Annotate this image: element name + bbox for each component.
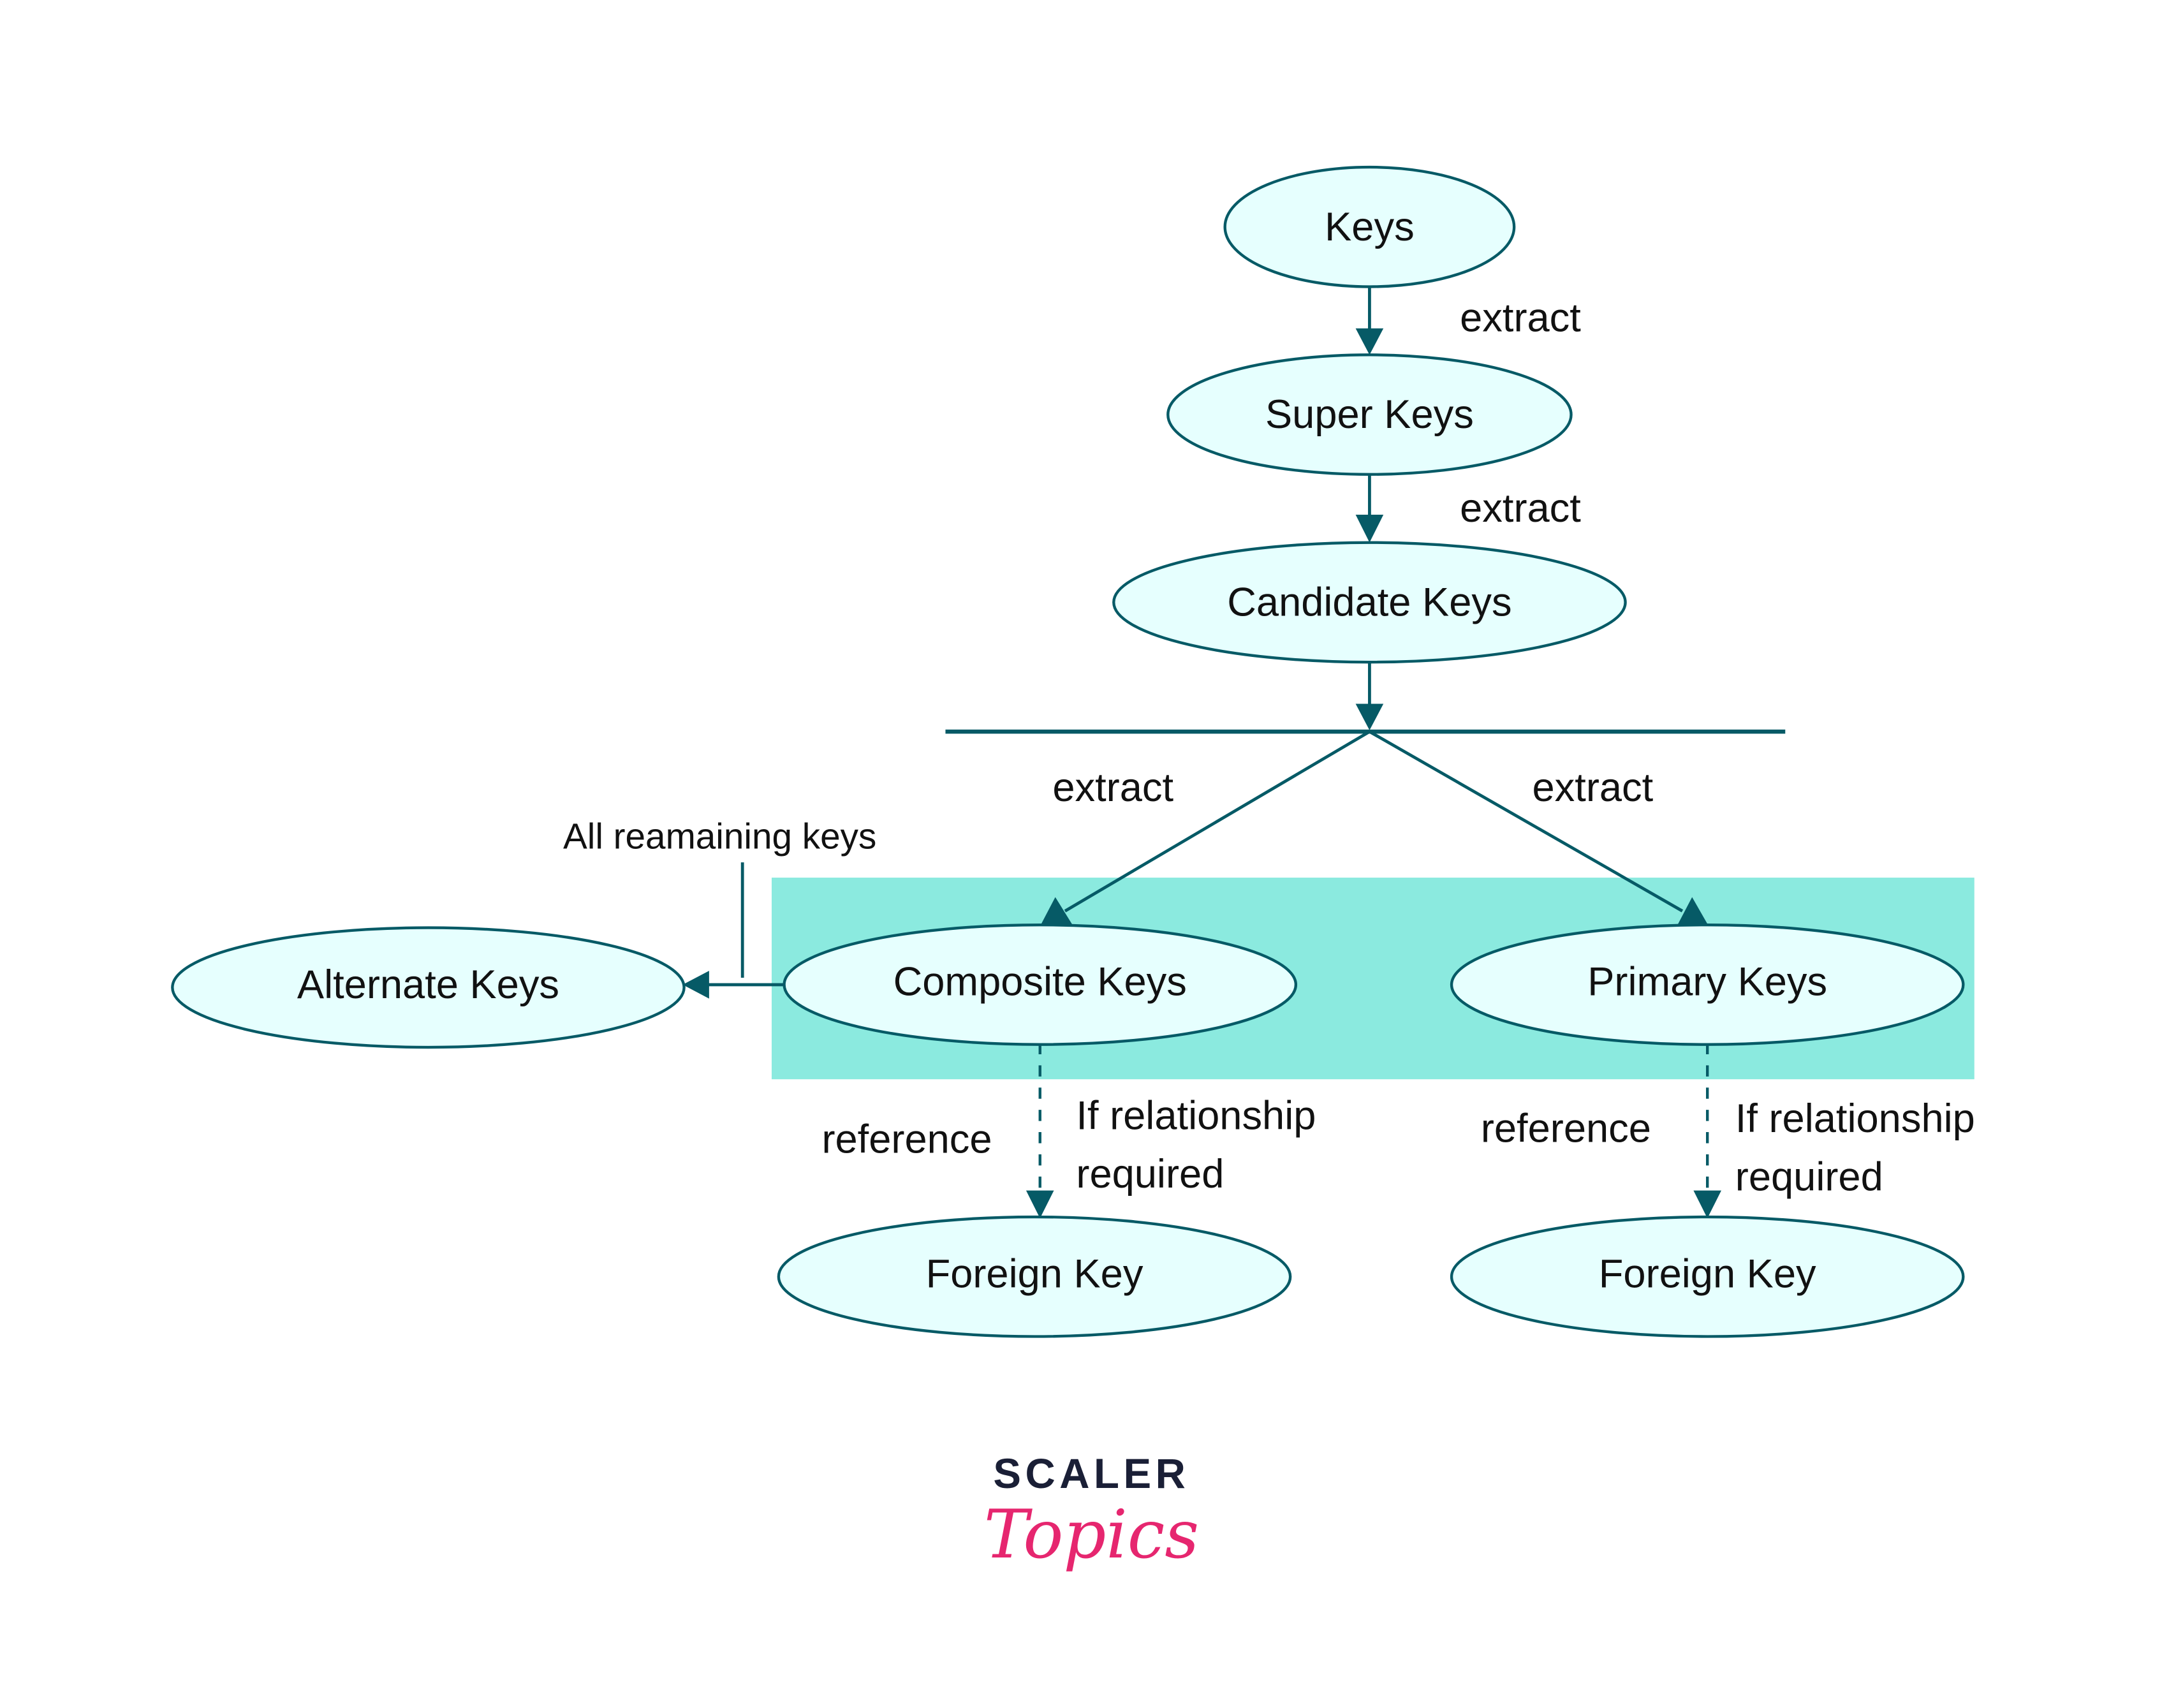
label-extract-left: extract (1052, 765, 1173, 810)
label-reference-left: reference (821, 1117, 992, 1162)
label-if-rel-right-1: If relationship (1735, 1096, 1975, 1141)
label-extract-1: extract (1460, 295, 1581, 340)
edge-keys-super (1355, 286, 1384, 355)
node-alternate-keys-label: Alternate Keys (297, 962, 559, 1007)
node-composite-keys-label: Composite Keys (893, 960, 1187, 1005)
node-keys: Keys (1223, 165, 1516, 288)
logo-scaler: SCALER (993, 1450, 1189, 1497)
node-super-keys: Super Keys (1166, 353, 1573, 476)
edge-candidate-bar (1355, 662, 1384, 730)
edge-super-candidate (1355, 474, 1384, 543)
node-foreign-key-left: Foreign Key (777, 1215, 1292, 1338)
label-if-rel-left-2: required (1076, 1152, 1224, 1196)
scaler-topics-logo: SCALER Topics (984, 1450, 1199, 1573)
node-composite-keys: Composite Keys (783, 924, 1298, 1046)
edge-composite-alternate (682, 862, 784, 999)
edge-composite-foreign (1026, 1043, 1054, 1219)
edge-bar-primary (1369, 730, 1709, 927)
edge-primary-foreign (1693, 1043, 1721, 1219)
node-super-keys-label: Super Keys (1265, 392, 1474, 437)
label-all-remaining: All reamaining keys (563, 816, 876, 857)
label-extract-2: extract (1460, 486, 1581, 531)
node-foreign-key-right: Foreign Key (1450, 1215, 1965, 1338)
node-primary-keys-label: Primary Keys (1587, 960, 1827, 1005)
label-if-rel-left-1: If relationship (1076, 1094, 1316, 1138)
node-primary-keys: Primary Keys (1450, 924, 1965, 1046)
node-foreign-key-right-label: Foreign Key (1599, 1251, 1816, 1296)
edge-bar-composite (1040, 730, 1371, 927)
label-if-rel-right-2: required (1735, 1155, 1883, 1200)
label-extract-right: extract (1533, 765, 1654, 810)
node-candidate-keys: Candidate Keys (1112, 541, 1627, 664)
logo-topics: Topics (984, 1496, 1199, 1573)
node-alternate-keys: Alternate Keys (171, 926, 686, 1049)
node-keys-label: Keys (1325, 205, 1415, 249)
node-candidate-keys-label: Candidate Keys (1227, 580, 1511, 624)
node-foreign-key-left-label: Foreign Key (926, 1251, 1143, 1296)
label-reference-right: reference (1481, 1106, 1651, 1151)
